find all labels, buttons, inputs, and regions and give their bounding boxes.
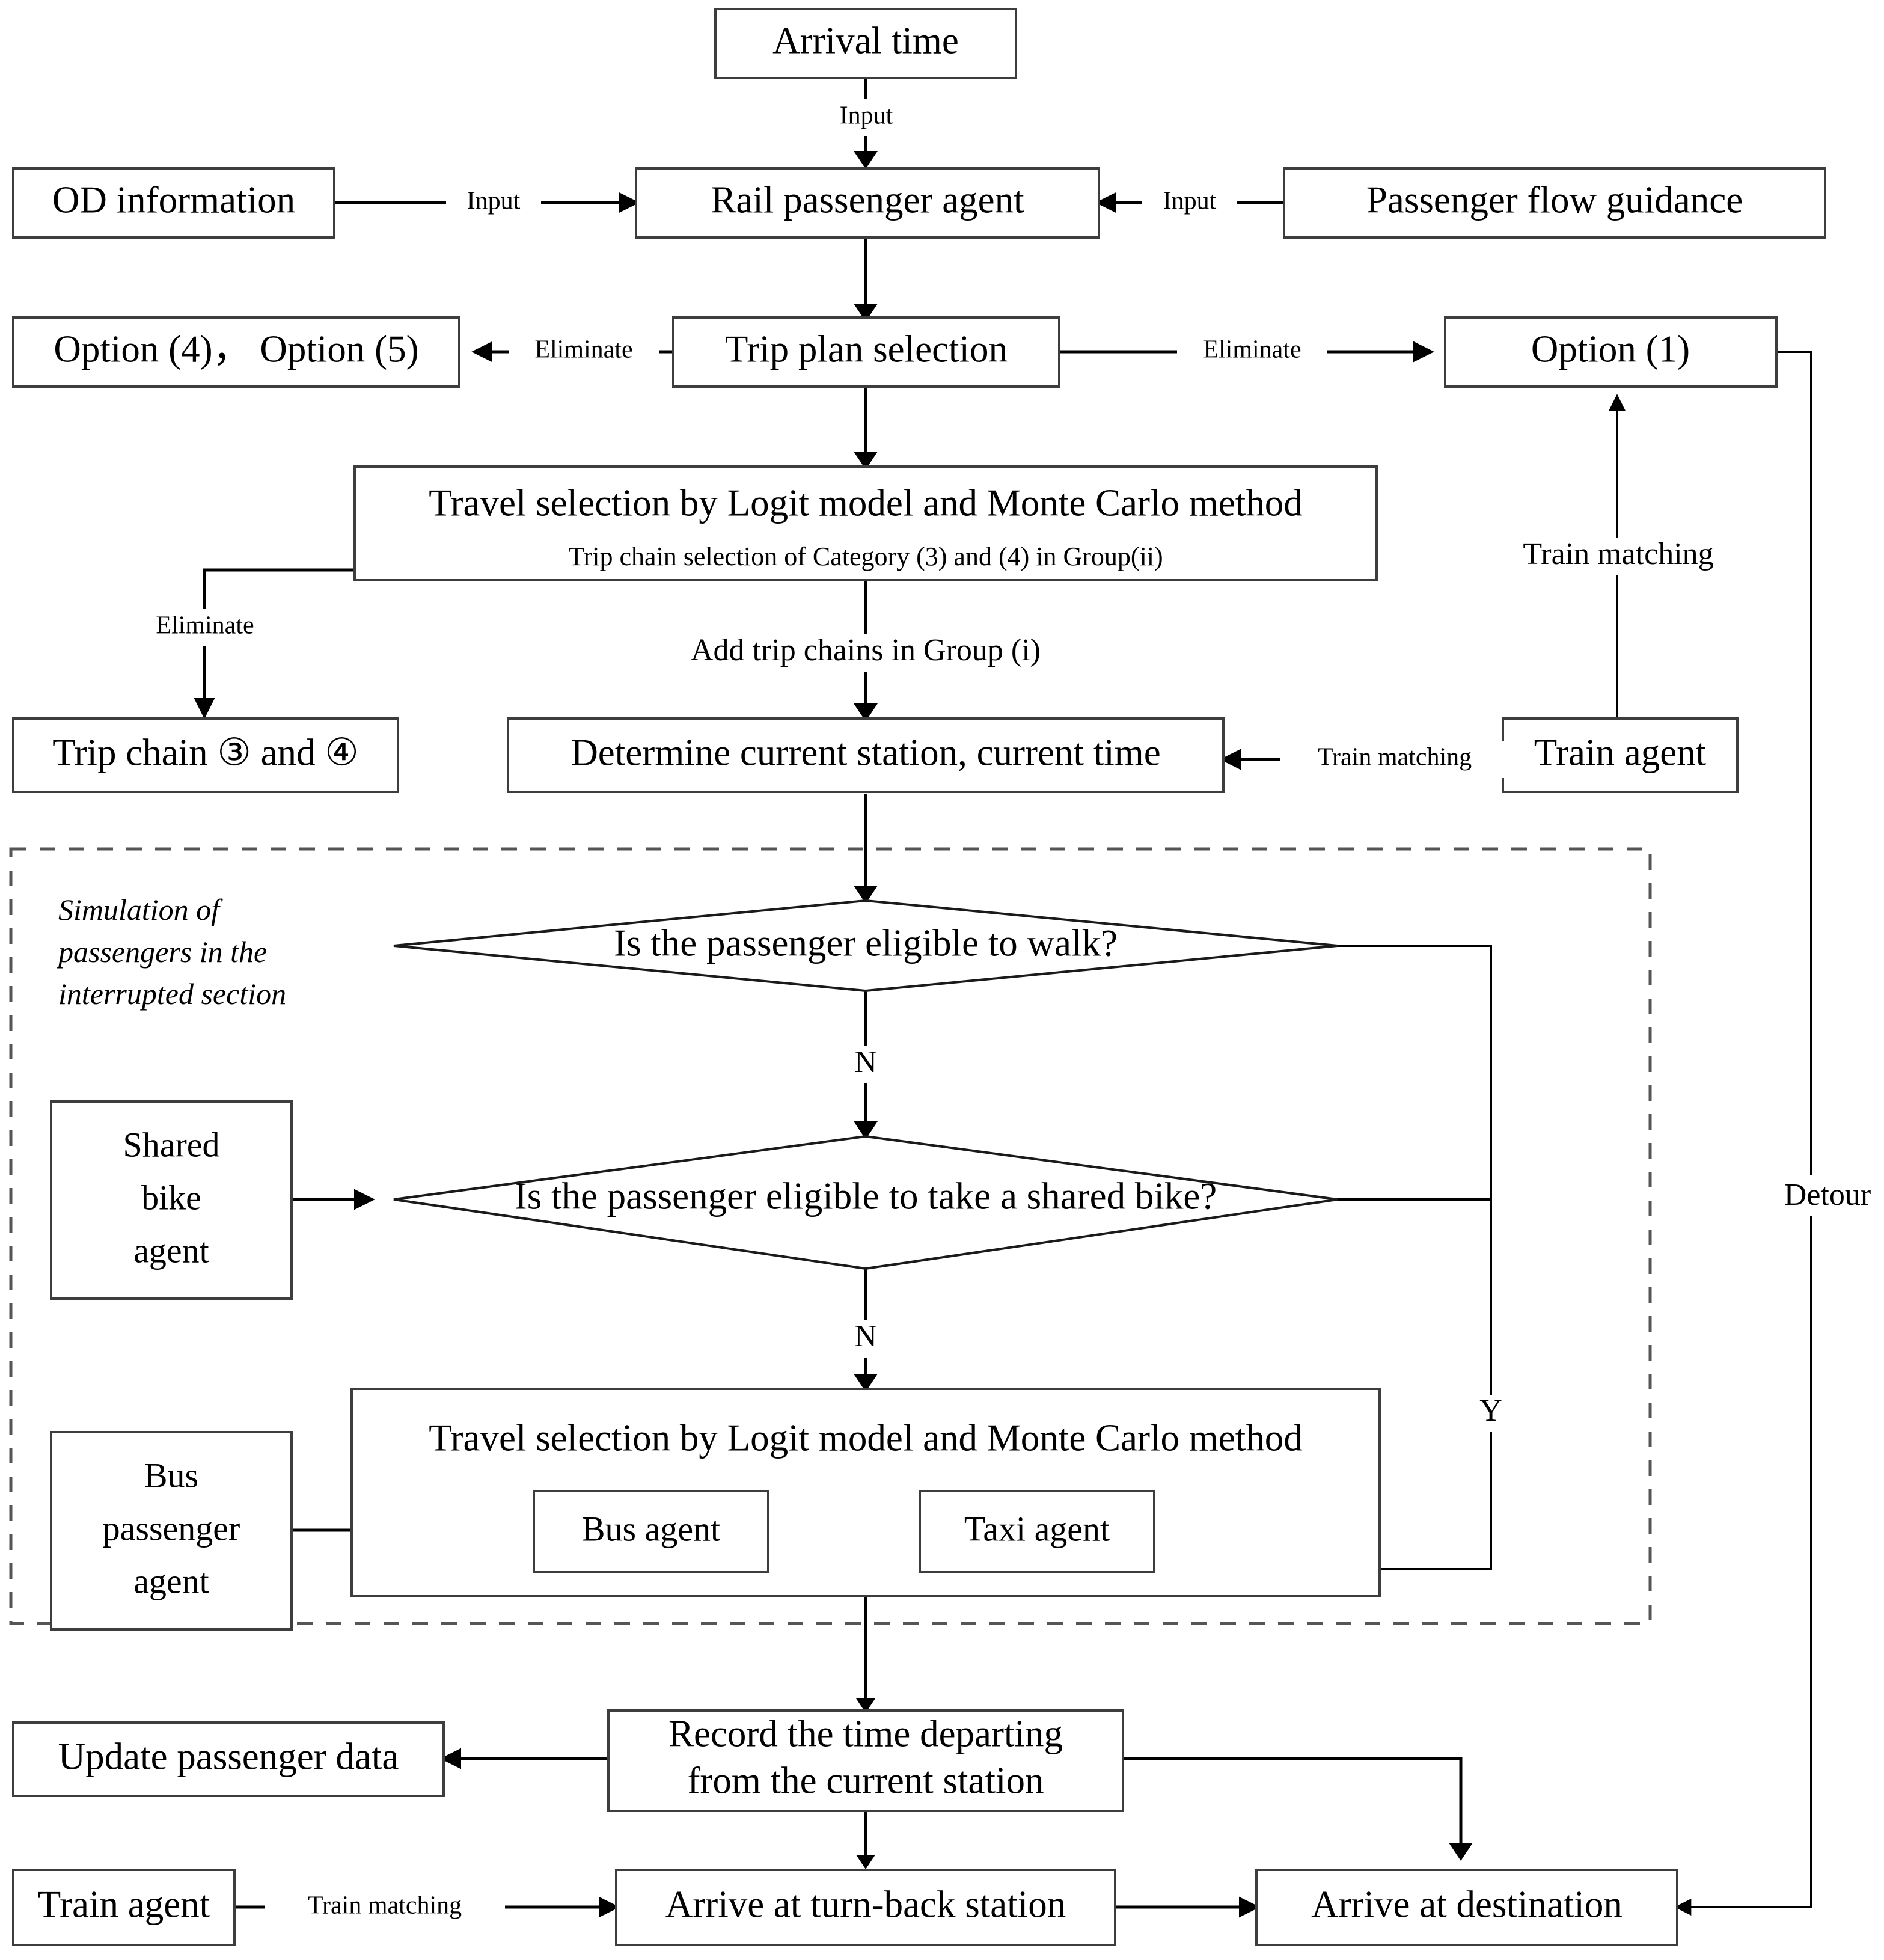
label-shared-bike-agent-line2: bike xyxy=(141,1178,201,1217)
interrupted-section-region xyxy=(9,847,1652,1625)
label-taxi-agent: Taxi agent xyxy=(964,1509,1110,1548)
edge-label-eliminate-right: Eliminate xyxy=(1203,336,1301,364)
node-travel-selection-upper[interactable] xyxy=(353,465,1378,581)
halo-eliminate-left xyxy=(509,333,659,370)
edge-label-no-walk: N xyxy=(854,1045,877,1079)
node-od-information[interactable] xyxy=(12,167,335,239)
label-trip-chain-3-4: Trip chain ③ and ④ xyxy=(52,731,359,773)
label-train-agent-top: Train agent xyxy=(1534,731,1707,773)
label-bus-passenger-agent-line2: passenger xyxy=(103,1508,240,1548)
label-option-1: Option (1) xyxy=(1531,328,1690,370)
edge-label-input-left: Input xyxy=(467,188,521,215)
halo-input-right xyxy=(1142,185,1237,222)
halo-add-trip-chains xyxy=(682,634,1049,672)
node-arrive-destination[interactable] xyxy=(1255,1869,1678,1946)
region-caption-line3: interrupted section xyxy=(58,977,286,1011)
label-od-information: OD information xyxy=(52,179,295,221)
halo-train-matching-station xyxy=(1280,741,1509,778)
halo-train-matching-bottom xyxy=(265,1889,505,1926)
edge-label-detour: Detour xyxy=(1784,1178,1871,1212)
decision-eligible-shared-bike[interactable] xyxy=(393,1135,1338,1270)
label-update-passenger-data: Update passenger data xyxy=(58,1735,399,1777)
edge-label-eliminate-tripchain: Eliminate xyxy=(156,612,254,640)
node-record-time[interactable] xyxy=(607,1709,1124,1812)
edge-detour-option1-to-destination xyxy=(1674,351,1812,1916)
edge-label-no-bike: N xyxy=(854,1319,877,1353)
halo-train-matching-option1 xyxy=(1502,538,1736,575)
edge-record-to-destination xyxy=(1123,1757,1473,1861)
label-rail-passenger-agent: Rail passenger agent xyxy=(711,179,1024,221)
halo-yes-detour xyxy=(1469,1395,1512,1432)
edge-label-train-matching-option1: Train matching xyxy=(1523,537,1713,571)
label-shared-bike-agent-line1: Shared xyxy=(123,1125,219,1164)
halo-eliminate-right xyxy=(1177,333,1327,370)
region-caption-line1: Simulation of xyxy=(58,893,223,926)
edge-label-yes-detour: Y xyxy=(1479,1394,1502,1428)
label-decision-shared-bike: Is the passenger eligible to take a shar… xyxy=(515,1175,1217,1217)
halo-no-walk xyxy=(845,1046,887,1083)
label-travel-selection-upper-sub: Trip chain selection of Category (3) and… xyxy=(568,542,1163,571)
edge-label-train-matching-station: Train matching xyxy=(1318,744,1472,771)
label-determine-current-station: Determine current station, current time xyxy=(570,731,1160,773)
label-arrival-time: Arrival time xyxy=(772,19,959,61)
halo-eliminate-tripchain xyxy=(130,609,280,646)
node-option-1[interactable] xyxy=(1444,316,1778,388)
node-arrival-time[interactable] xyxy=(714,8,1017,79)
label-arrive-destination: Arrive at destination xyxy=(1311,1883,1623,1925)
label-bus-passenger-agent-line3: agent xyxy=(133,1561,209,1600)
label-travel-selection-lower: Travel selection by Logit model and Mont… xyxy=(429,1416,1302,1459)
label-option-4-5: Option (4)， Option (5) xyxy=(54,328,418,370)
node-bus-agent[interactable] xyxy=(533,1490,769,1573)
halo-no-bike xyxy=(845,1320,887,1358)
decision-eligible-walk[interactable] xyxy=(393,899,1338,993)
node-determine-current-station[interactable] xyxy=(507,717,1225,793)
halo-input-top xyxy=(819,99,914,136)
edge-travelsel-to-tripchain xyxy=(194,568,355,719)
halo-detour xyxy=(1767,1175,1884,1216)
node-rail-passenger-agent[interactable] xyxy=(635,167,1100,239)
node-shared-bike-agent[interactable] xyxy=(50,1100,293,1300)
node-travel-selection-lower[interactable] xyxy=(350,1388,1381,1597)
label-record-time-line2: from the current station xyxy=(687,1759,1044,1801)
halo-input-left xyxy=(446,185,541,222)
node-trip-plan-selection[interactable] xyxy=(672,316,1060,388)
label-bus-passenger-agent-line1: Bus xyxy=(144,1456,198,1495)
label-bus-agent: Bus agent xyxy=(582,1509,720,1548)
label-train-agent-bottom: Train agent xyxy=(38,1883,210,1925)
label-decision-walk: Is the passenger eligible to walk? xyxy=(614,922,1118,964)
edge-label-input-top: Input xyxy=(840,102,893,130)
label-record-time-line1: Record the time departing xyxy=(668,1712,1063,1754)
node-train-agent-top[interactable] xyxy=(1502,717,1739,793)
node-trip-chain-3-4[interactable] xyxy=(12,717,399,793)
region-caption-line2: passengers in the xyxy=(57,935,267,969)
label-travel-selection-upper: Travel selection by Logit model and Mont… xyxy=(429,482,1302,524)
node-passenger-flow-guidance[interactable] xyxy=(1283,167,1826,239)
edge-label-eliminate-left: Eliminate xyxy=(534,336,632,364)
node-arrive-turn-back[interactable] xyxy=(615,1869,1116,1946)
edge-label-train-matching-bottom: Train matching xyxy=(308,1892,462,1920)
edge-label-input-right: Input xyxy=(1163,188,1217,215)
node-train-agent-bottom[interactable] xyxy=(12,1869,236,1946)
label-passenger-flow-guidance: Passenger flow guidance xyxy=(1366,179,1743,221)
node-option-4-5[interactable] xyxy=(12,316,460,388)
label-trip-plan-selection: Trip plan selection xyxy=(725,328,1008,370)
label-shared-bike-agent-line3: agent xyxy=(133,1231,209,1270)
label-arrive-turn-back: Arrive at turn-back station xyxy=(665,1883,1066,1925)
node-bus-passenger-agent[interactable] xyxy=(50,1431,293,1631)
edge-label-add-trip-chains: Add trip chains in Group (i) xyxy=(691,633,1041,667)
node-update-passenger-data[interactable] xyxy=(12,1721,445,1797)
node-taxi-agent[interactable] xyxy=(919,1490,1155,1573)
